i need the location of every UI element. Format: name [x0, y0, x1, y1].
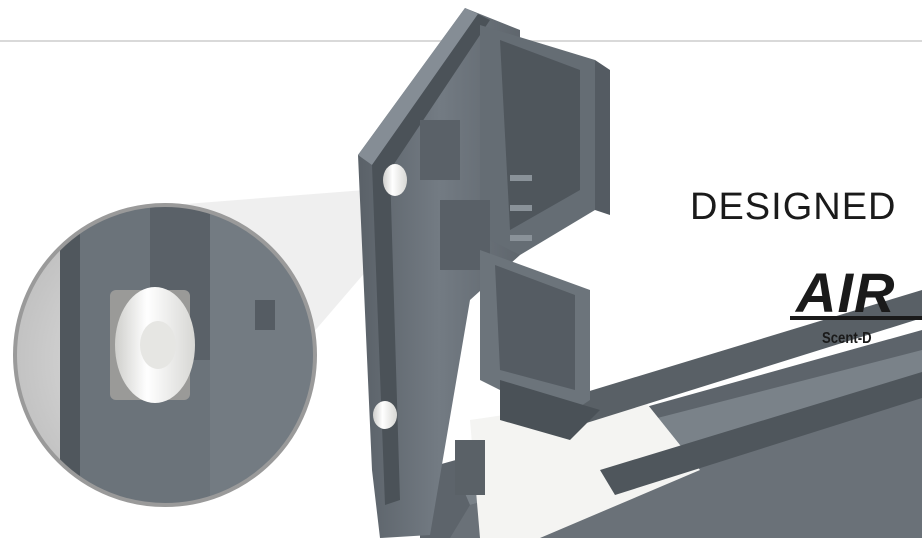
brand-underline [790, 316, 922, 320]
refill-pad [470, 395, 700, 538]
brand-tagline: Scent-D [822, 330, 872, 347]
brand-logo: AIR Scent-D [790, 260, 922, 370]
headline-text: DESIGNED [690, 186, 897, 228]
zoom-lens [15, 205, 315, 505]
roller-upper [383, 164, 407, 196]
zoom-lens-ring [13, 203, 317, 507]
dispenser-base [420, 290, 922, 538]
dispenser-lid [358, 8, 610, 538]
roller-lower [373, 401, 397, 429]
brand-logo-text: AIR [796, 261, 896, 324]
